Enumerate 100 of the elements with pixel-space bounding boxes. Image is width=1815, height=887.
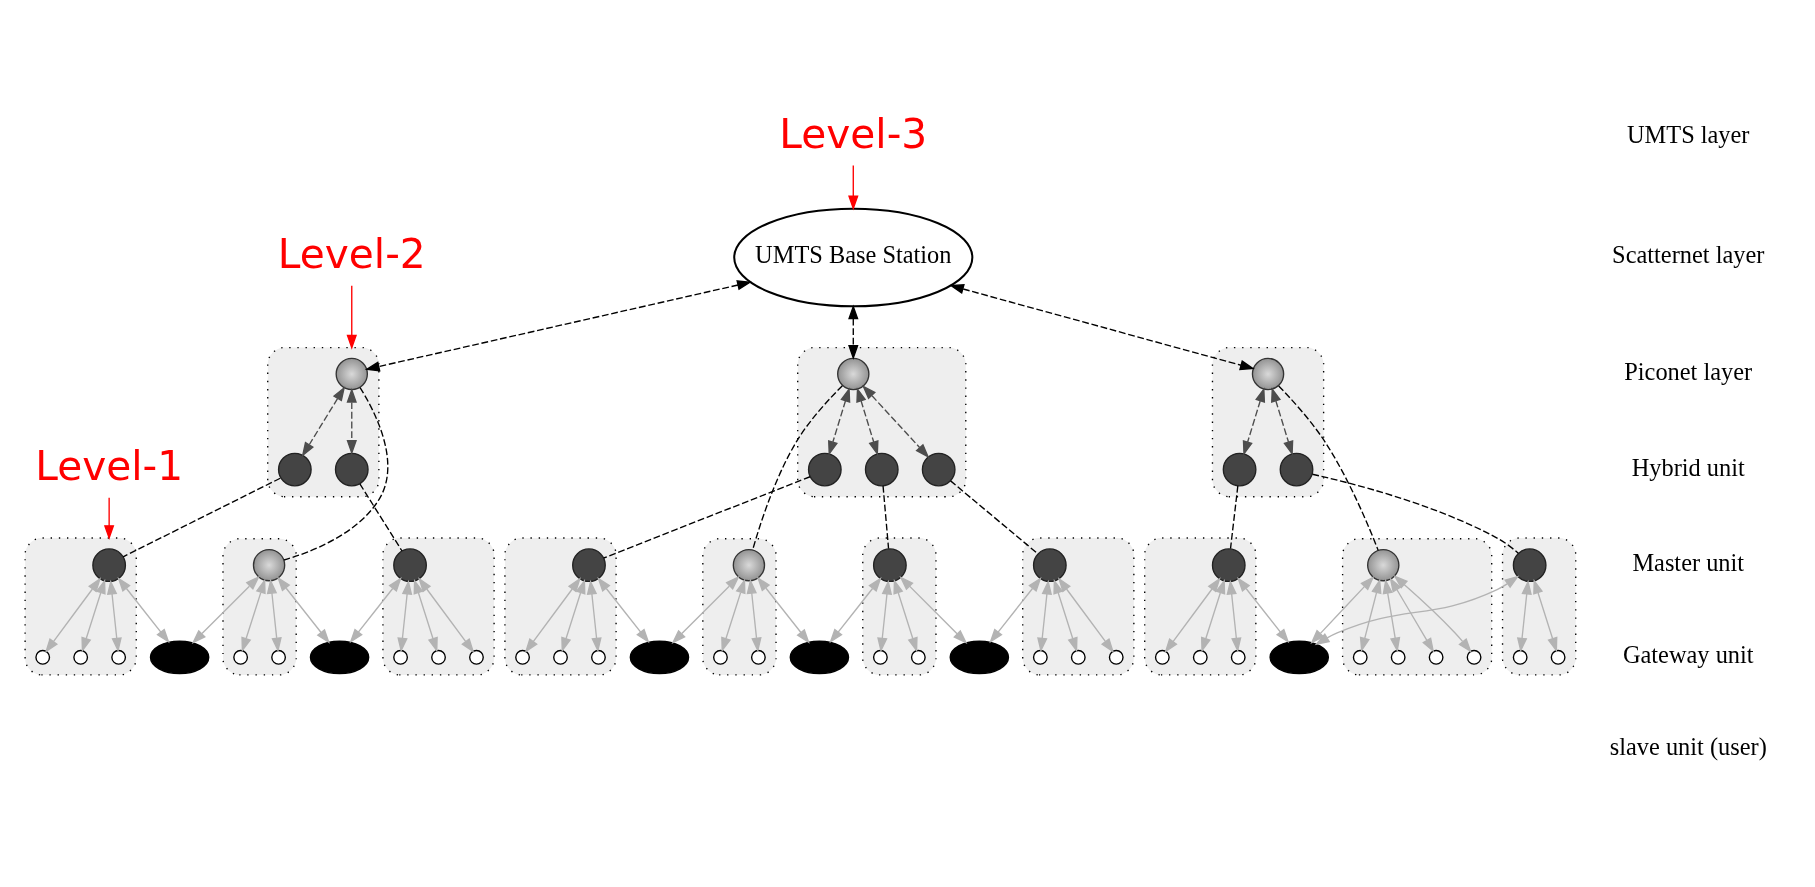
arrow (862, 384, 930, 459)
cluster (1144, 537, 1257, 676)
node-text: Level-1 (35, 441, 184, 490)
arrow (1533, 578, 1558, 653)
legend-label: Scatternet layer (1612, 241, 1765, 269)
node-circle (334, 452, 369, 487)
node-circle (111, 649, 127, 665)
node-circle (1230, 649, 1246, 665)
arrow (413, 578, 438, 653)
connector (359, 483, 403, 552)
node-circle (864, 452, 899, 487)
node-circle (1352, 649, 1368, 665)
node-circle (572, 548, 606, 583)
arrow (103, 497, 115, 541)
arrow (893, 578, 918, 653)
connector (603, 476, 811, 559)
arrow (397, 579, 413, 653)
node-circle (910, 649, 926, 665)
node-circle (233, 649, 249, 665)
arrow (346, 285, 357, 350)
node-circle (73, 649, 89, 665)
node-circle (393, 548, 427, 583)
node-circle (921, 452, 956, 487)
node-circle (713, 649, 728, 665)
arrow (856, 387, 879, 456)
node-circle (750, 649, 766, 665)
arrow (1164, 577, 1221, 653)
node-circle (1108, 649, 1124, 665)
arrow (346, 387, 357, 455)
arrow (877, 579, 893, 653)
arrow (746, 578, 762, 653)
connector (1278, 385, 1379, 552)
node-circle (1512, 649, 1528, 665)
node-circle (1032, 548, 1067, 583)
arrow (756, 576, 810, 644)
node-circle (732, 548, 766, 582)
cluster (702, 538, 777, 676)
arrow (277, 576, 330, 644)
node-circle (872, 548, 907, 583)
legend-label: Hybrid unit (1631, 453, 1745, 481)
node-circle (1032, 649, 1048, 665)
arrow (1226, 579, 1242, 653)
connector (122, 477, 281, 558)
node-ellipse (949, 640, 1010, 675)
arrow (1053, 578, 1078, 653)
arrow (1057, 577, 1115, 653)
arrow (1516, 579, 1532, 653)
arrow (721, 578, 746, 653)
node-circle (92, 548, 127, 583)
node-circle (1251, 357, 1285, 391)
node-ellipse (629, 640, 690, 675)
arrow (418, 577, 475, 653)
node-circle (837, 357, 870, 391)
legend-label: Gateway unit (1622, 641, 1754, 669)
connector (283, 386, 389, 561)
node-circle (1070, 649, 1086, 665)
arrow (1037, 579, 1053, 653)
arrow (1314, 575, 1520, 646)
node-circle (1550, 649, 1566, 665)
connector (751, 385, 844, 551)
arrow (586, 579, 602, 653)
arrow (828, 387, 851, 456)
arrow (1382, 578, 1401, 653)
arrow (899, 576, 968, 645)
node-circle (515, 649, 530, 665)
arrow (848, 164, 859, 211)
cluster (1022, 537, 1135, 676)
arrow (1359, 578, 1382, 653)
node-text: Level-3 (779, 109, 928, 158)
arrow (1271, 387, 1294, 456)
cluster (504, 537, 617, 676)
node-circle (553, 649, 568, 665)
cluster (222, 538, 297, 676)
node-circle (431, 649, 446, 665)
arrow (44, 577, 102, 653)
connector (882, 485, 890, 550)
arrow (524, 577, 581, 653)
node-circle (271, 649, 287, 665)
arrow (1389, 577, 1435, 653)
node-circle (872, 649, 888, 665)
arrow (301, 386, 346, 458)
cluster (24, 537, 137, 676)
node-circle (1466, 649, 1482, 665)
node-ellipse (789, 640, 850, 675)
arrow (81, 578, 106, 653)
node-circle (807, 452, 842, 487)
arrow (266, 578, 282, 653)
cluster (1211, 346, 1325, 498)
arrow (1242, 387, 1266, 456)
legend-label: slave unit (user) (1609, 733, 1767, 761)
arrow (1200, 578, 1226, 653)
node-circle (335, 357, 369, 391)
arrow (949, 284, 1255, 371)
node-circle (1512, 548, 1547, 583)
arrow (106, 579, 122, 653)
node-circle (1154, 649, 1170, 665)
arrow (848, 304, 859, 360)
node-circle (1279, 452, 1314, 487)
node-circle (591, 649, 606, 665)
node-circle (277, 452, 312, 487)
